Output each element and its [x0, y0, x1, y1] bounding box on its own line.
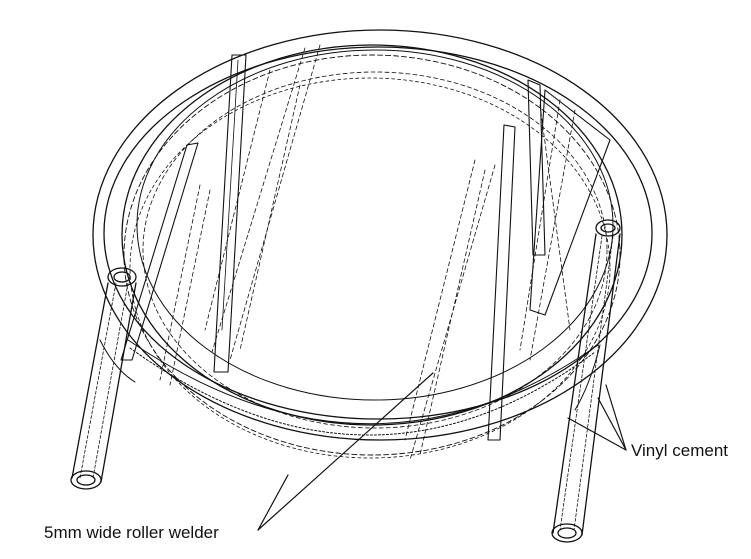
roller-welder-leaders	[257, 372, 434, 531]
leg-joints	[99, 339, 601, 411]
leg-left	[70, 267, 137, 490]
outer-rim	[92, 29, 668, 441]
roller-welder-label: 5mm wide roller welder	[44, 523, 219, 542]
vinyl-cement-leaders	[567, 384, 627, 451]
hidden-lines	[159, 44, 576, 461]
leg-right	[551, 219, 621, 543]
inner-cylinder-wall	[121, 44, 623, 459]
interior-struts	[120, 54, 611, 441]
vinyl-cement-label: Vinyl cement	[631, 441, 729, 460]
weld-seam	[127, 339, 599, 436]
